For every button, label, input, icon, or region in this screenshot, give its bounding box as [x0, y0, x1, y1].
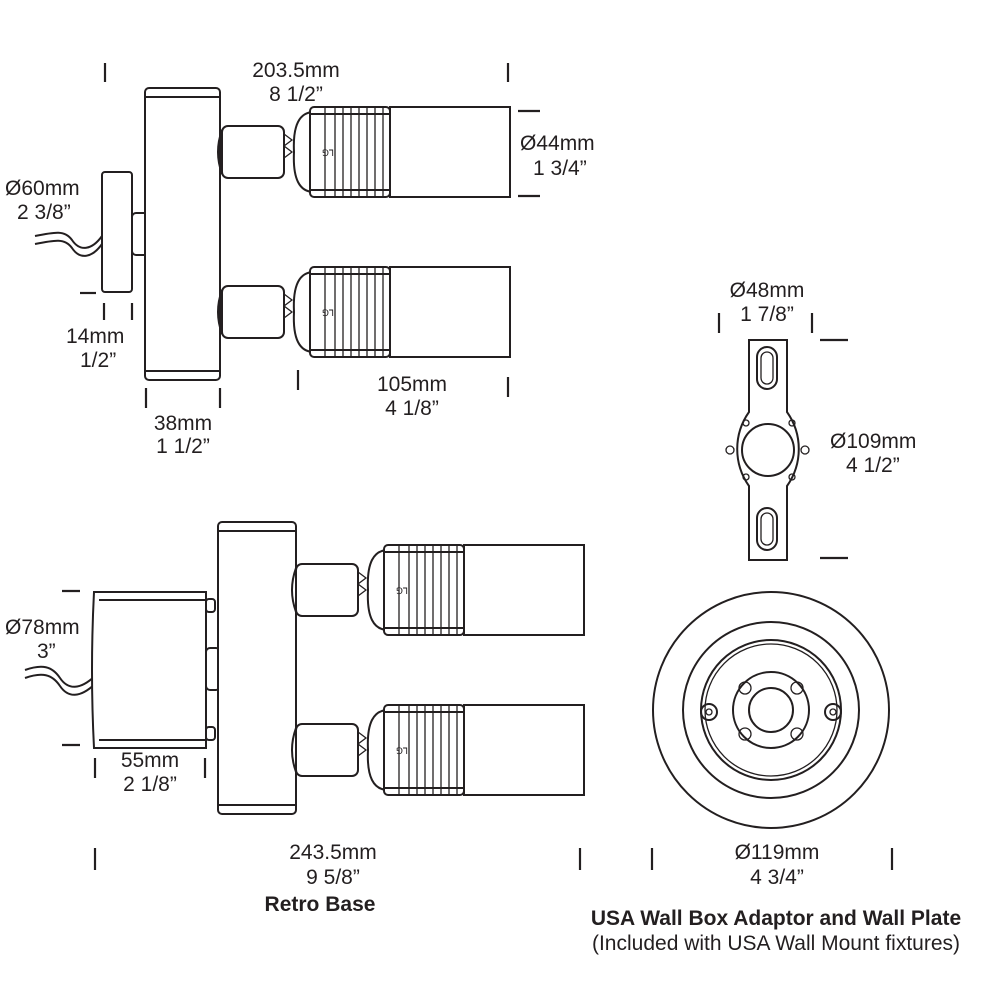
head-length-inch: 4 1/8” [385, 397, 439, 420]
top-dimension-marks [80, 63, 540, 408]
adaptor-dimension-marks [717, 313, 848, 560]
head-length-mm: 105mm [377, 373, 447, 396]
top-fixture [34, 87, 511, 381]
head-diameter-mm: Ø44mm [520, 132, 595, 155]
bar-width-inch: 1 1/2” [156, 435, 210, 458]
base-thickness-mm: 14mm [66, 325, 124, 348]
overall-length-mm-top: 203.5mm [252, 59, 340, 82]
base-diameter-inch-top: 2 3/8” [17, 201, 71, 224]
retro-base-housing [91, 591, 207, 749]
mounting-bar-top [144, 87, 221, 381]
wall-box-adaptor [725, 339, 810, 561]
spotlight-head [217, 266, 511, 358]
spotlight-head [217, 106, 511, 198]
wall-plate-subcaption: (Included with USA Wall Mount fixtures) [592, 932, 960, 955]
base-thickness-inch: 1/2” [80, 349, 116, 372]
base-depth-inch-retro: 2 1/8” [123, 773, 177, 796]
retro-fixture [24, 521, 585, 815]
adaptor-height-mm: Ø109mm [830, 430, 916, 453]
overall-length-inch-top: 8 1/2” [269, 83, 323, 106]
mounting-bar-retro [217, 521, 297, 815]
bar-width-mm: 38mm [154, 412, 212, 435]
wall-plate-caption: USA Wall Box Adaptor and Wall Plate [591, 907, 961, 930]
cable-top [34, 231, 103, 249]
overall-length-mm-retro: 243.5mm [289, 841, 377, 864]
wall-plate [652, 591, 890, 829]
spotlight-head [291, 704, 585, 796]
head-diameter-inch: 1 3/4” [533, 157, 587, 180]
base-diameter-inch-retro: 3” [37, 640, 56, 663]
plate-diameter-mm: Ø119mm [735, 841, 820, 864]
base-diameter-mm-retro: Ø78mm [5, 616, 80, 639]
base-depth-mm-retro: 55mm [121, 749, 179, 772]
plate-diameter-inch: 4 3/4” [750, 866, 804, 889]
adaptor-slot-width-mm: Ø48mm [730, 279, 805, 302]
adaptor-slot-width-inch: 1 7/8” [740, 303, 794, 326]
retro-dimension-marks [62, 589, 582, 870]
retro-base-caption: Retro Base [265, 893, 376, 916]
plate-dimension-marks [650, 848, 894, 870]
wall-base-top [101, 171, 133, 293]
overall-length-inch-retro: 9 5/8” [306, 866, 360, 889]
base-diameter-mm-top: Ø60mm [5, 177, 80, 200]
adaptor-height-inch: 4 1/2” [846, 454, 900, 477]
spotlight-head [291, 544, 585, 636]
